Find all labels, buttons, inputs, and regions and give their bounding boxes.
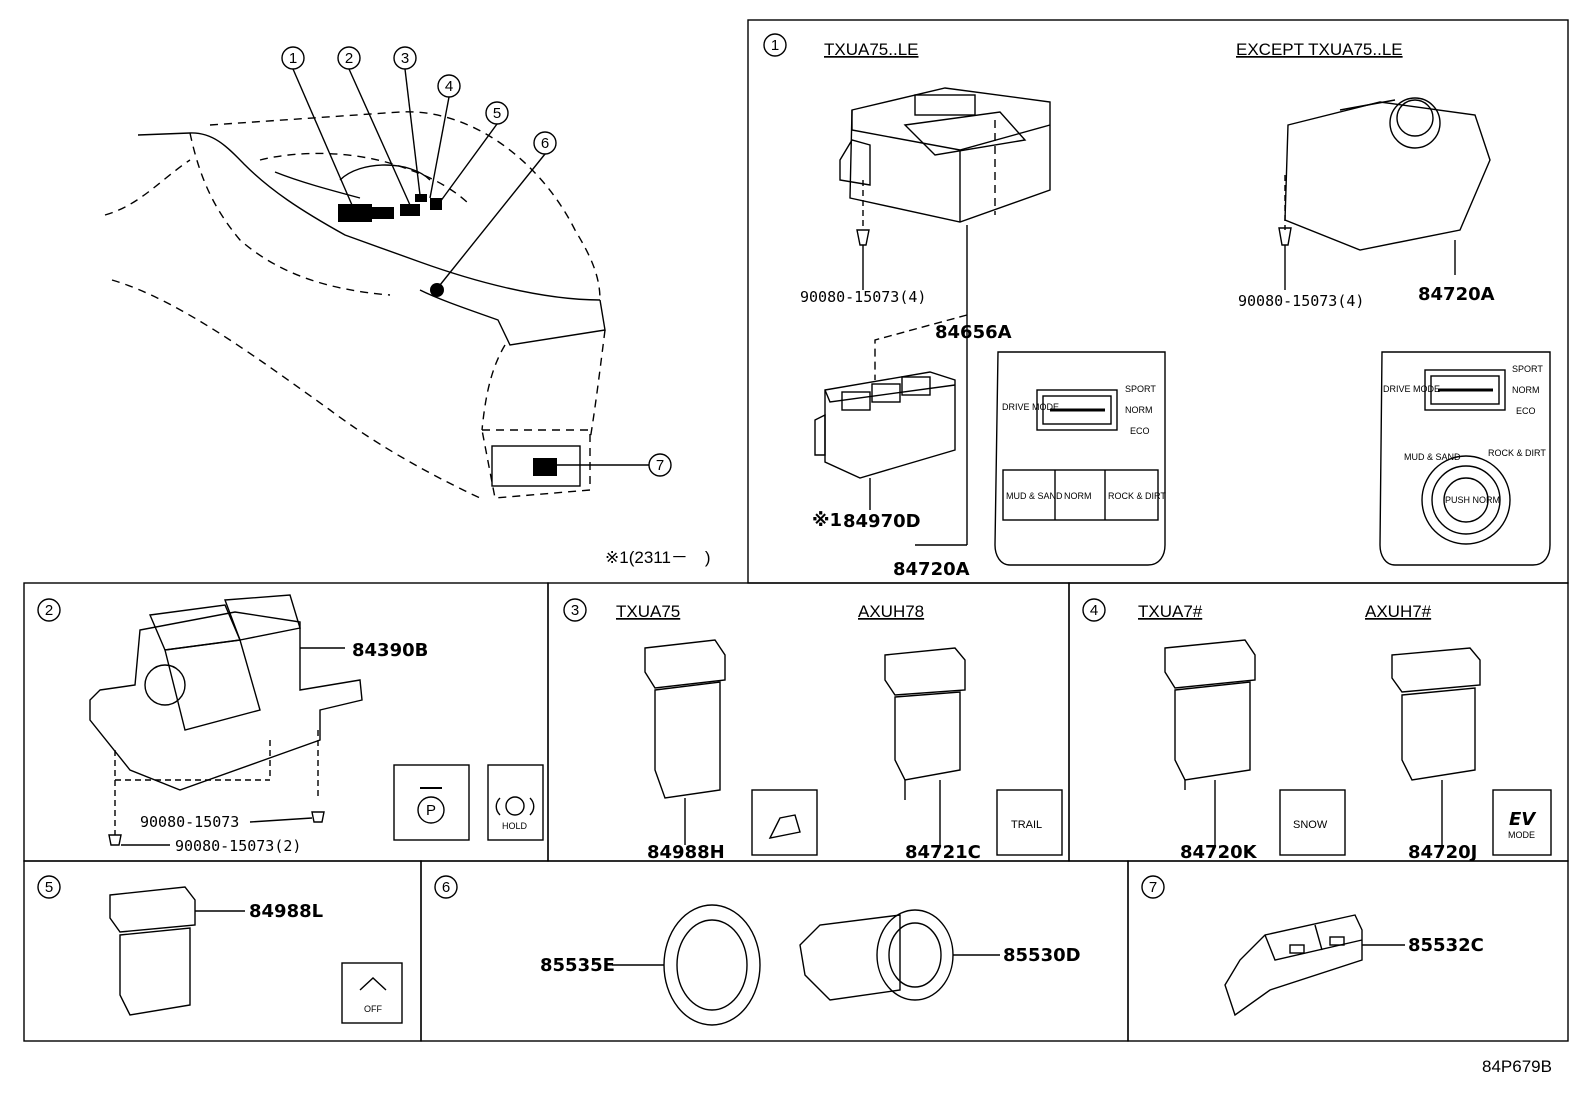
icon-right-drive-mode: DRIVE MODE (1383, 384, 1440, 394)
part-85530D: 85530D (1003, 945, 1081, 966)
console-overview (104, 111, 606, 499)
panel-frames (23, 19, 1569, 1042)
part-84721C: 84721C (905, 842, 981, 863)
part-84988L: 84988L (249, 901, 323, 922)
panel5-drawings (37, 875, 403, 1024)
part-84988H: 84988H (647, 842, 725, 863)
panel2-number: 2 (45, 602, 53, 619)
callout-6: 6 (541, 135, 549, 152)
callout-5: 5 (493, 105, 501, 122)
icon-right-push-norm: PUSH NORM (1445, 495, 1500, 505)
panel2-bolt-1: 90080-15073 (140, 813, 239, 831)
panel3-variant-left: TXUA75 (616, 602, 680, 621)
panel2-drawings (37, 594, 544, 846)
panel4-variant-right: AXUH7# (1365, 602, 1432, 621)
part-84720J: 84720J (1408, 842, 1477, 863)
panel3-number: 3 (571, 602, 579, 619)
panel4-drawings (1082, 598, 1552, 856)
icon-right-rock-dirt: ROCK & DIRT (1488, 448, 1546, 458)
part-84720K: 84720K (1180, 842, 1258, 863)
icon-left-norm: NORM (1125, 405, 1153, 415)
panel6-drawings (434, 875, 1000, 1026)
icon-left-eco: ECO (1130, 426, 1150, 436)
part-84390B: 84390B (352, 640, 428, 661)
icon-trail: TRAIL (1011, 819, 1042, 831)
panel5-number: 5 (45, 879, 53, 896)
parking-p-icon: P (426, 802, 436, 819)
callout-1: 1 (289, 50, 297, 67)
icon-snow: SNOW (1293, 819, 1328, 831)
callout-2: 2 (345, 50, 353, 67)
part-84720A-left: 84720A (893, 559, 970, 580)
overview-callouts (281, 46, 672, 477)
icon-left-drive-mode: DRIVE MODE (1002, 402, 1059, 412)
part-84720A-right: 84720A (1418, 284, 1495, 305)
callout-3: 3 (401, 50, 409, 67)
footnote-note: ※1(2311－ ) (605, 548, 711, 567)
panel4-variant-left: TXUA7# (1138, 602, 1203, 621)
icon-ev: EV (1509, 809, 1537, 830)
panel1-drawings (763, 33, 1551, 566)
panel1-variant-right: EXCEPT TXUA75..LE (1236, 40, 1403, 59)
part-85535E: 85535E (540, 955, 615, 976)
panel3-drawings (563, 598, 1063, 856)
icon-left-rock-dirt: ROCK & DIRT (1108, 491, 1166, 501)
panel6-number: 6 (442, 879, 450, 896)
icon-right-norm: NORM (1512, 385, 1540, 395)
panel4-number: 4 (1090, 602, 1098, 619)
panel1-variant-left: TXUA75..LE (824, 40, 919, 59)
panel1-note-mark: ※1 (812, 510, 842, 531)
panel7-drawings (1141, 875, 1405, 1017)
panel3-variant-right: AXUH78 (858, 602, 924, 621)
panel1-bolt-right: 90080-15073(4) (1238, 292, 1364, 310)
icon-ev-mode: MODE (1508, 830, 1535, 840)
icon-right-eco: ECO (1516, 406, 1536, 416)
icon-right-sport: SPORT (1512, 364, 1543, 374)
part-85532C: 85532C (1408, 935, 1484, 956)
icon-right-mud-sand: MUD & SAND (1404, 452, 1461, 462)
icon-left-sport: SPORT (1125, 384, 1156, 394)
icon-hold: HOLD (502, 821, 528, 831)
part-84970D: 84970D (843, 511, 921, 532)
panel1-number: 1 (771, 37, 779, 54)
diagram-code: 84P679B (1482, 1057, 1552, 1076)
panel2-bolt-2: 90080-15073(2) (175, 837, 301, 855)
part-84656A: 84656A (935, 322, 1012, 343)
panel7-number: 7 (1149, 879, 1157, 896)
icon-traction-off: OFF (364, 1004, 382, 1014)
icon-left-mud-sand: MUD & SAND (1006, 491, 1063, 501)
callout-4: 4 (445, 78, 453, 95)
icon-left-norm-button: NORM (1064, 491, 1092, 501)
callout-7: 7 (656, 457, 664, 474)
panel1-bolt-left: 90080-15073(4) (800, 288, 926, 306)
